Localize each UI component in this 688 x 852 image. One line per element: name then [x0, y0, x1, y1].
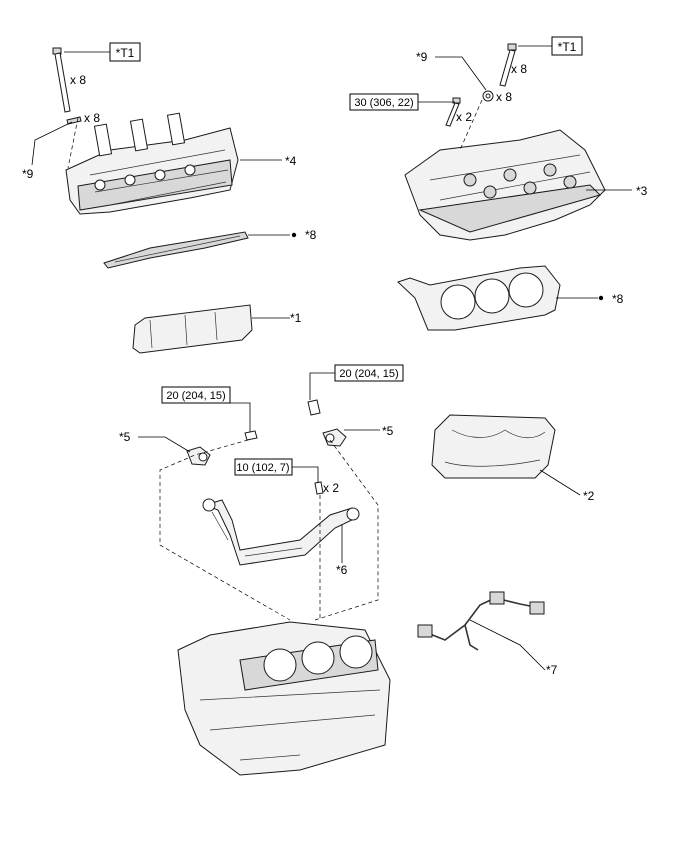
callout-9-right: *9 — [416, 50, 428, 64]
assembly-guide-lines — [67, 99, 483, 621]
qty-left-pin: x 8 — [84, 111, 100, 125]
callout-5-left: *5 — [119, 430, 131, 444]
torque-box-right-head: 30 (306, 22) — [349, 93, 419, 111]
qty-right-bolt: x 8 — [511, 62, 527, 76]
left-dowel-pin — [66, 116, 82, 125]
callout-6: *6 — [336, 563, 348, 577]
qty-right-washer: x 8 — [496, 90, 512, 104]
cylinder-block — [177, 621, 391, 776]
callout-3: *3 — [636, 184, 648, 198]
left-head-bolt — [52, 47, 71, 113]
leader-lines — [31, 45, 632, 671]
left-cylinder-head — [65, 112, 239, 215]
qty-pipe-bolt: x 2 — [323, 481, 339, 495]
left-gasket-dot — [291, 232, 297, 238]
callout-t1-left: *T1 — [116, 46, 135, 60]
left-knock-sensor — [186, 446, 211, 466]
callout-t1-right: *T1 — [558, 40, 577, 54]
left-head-gasket — [103, 231, 249, 269]
callout-8-right: *8 — [612, 292, 624, 306]
callout-5-right: *5 — [382, 424, 394, 438]
callout-4: *4 — [285, 154, 297, 168]
t1-box-left: *T1 — [109, 42, 141, 62]
torque-right-head-bolt: 30 (306, 22) — [354, 97, 413, 109]
left-insulator — [132, 304, 253, 354]
right-head-gasket — [397, 265, 561, 331]
callout-9-left: *9 — [22, 167, 34, 181]
qty-right-small-bolt: x 2 — [456, 110, 472, 124]
callout-2: *2 — [583, 489, 595, 503]
engine-wire-harness — [417, 591, 545, 651]
torque-box-left-sensor: 20 (204, 15) — [161, 386, 231, 404]
torque-right-sensor-bolt: 20 (204, 15) — [339, 368, 398, 380]
callout-8-left: *8 — [305, 228, 317, 242]
torque-box-pipe: 10 (102, 7) — [234, 458, 293, 476]
callout-7: *7 — [546, 663, 558, 677]
water-bypass-pipe — [202, 498, 360, 566]
torque-pipe-bolt: 10 (102, 7) — [236, 462, 289, 474]
pipe-bolt — [314, 481, 324, 495]
right-small-bolt — [445, 97, 461, 127]
right-cylinder-head — [404, 129, 606, 241]
right-sensor-bolt — [307, 399, 321, 416]
right-knock-sensor — [322, 428, 347, 447]
right-head-bolt — [499, 43, 517, 87]
qty-left-bolt: x 8 — [70, 73, 86, 87]
torque-box-right-sensor: 20 (204, 15) — [334, 364, 404, 382]
right-washer — [482, 90, 494, 102]
torque-left-sensor-bolt: 20 (204, 15) — [166, 390, 225, 402]
t1-box-right: *T1 — [551, 36, 583, 56]
callout-1: *1 — [290, 311, 302, 325]
right-insulator — [431, 414, 556, 479]
left-sensor-bolt — [244, 430, 258, 441]
right-gasket-dot — [598, 295, 604, 301]
